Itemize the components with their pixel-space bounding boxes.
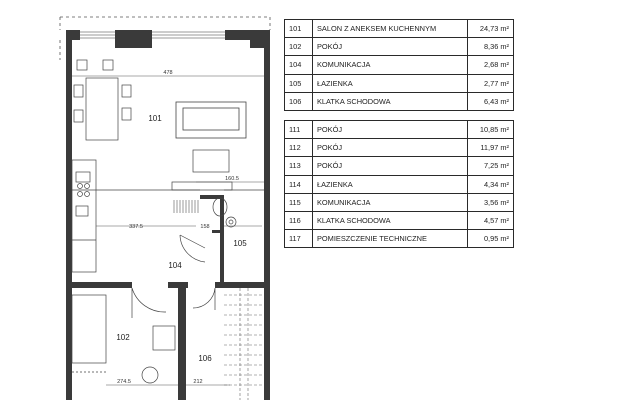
room-label-106: 106 <box>198 354 212 363</box>
room-name: KOMUNIKACJA <box>312 55 468 75</box>
dim-label-212: 212 <box>193 379 202 385</box>
room-outlines <box>71 189 264 364</box>
room-area: 24,73 m² <box>467 18 514 39</box>
room-number: 105 <box>284 73 313 93</box>
room-number: 111 <box>284 119 313 140</box>
room-number: 113 <box>284 156 313 176</box>
room-label-105: 105 <box>233 239 247 248</box>
room-name: POKÓJ <box>312 138 468 158</box>
kitchen-counter <box>71 159 97 273</box>
room-name: POKÓJ <box>312 119 468 140</box>
dining-set <box>73 59 132 141</box>
sofa <box>175 101 247 139</box>
room-number: 117 <box>284 229 313 249</box>
room-area: 10,85 m² <box>467 119 514 140</box>
room-name: POKÓJ <box>312 156 468 176</box>
room-name: POMIESZCZENIE TECHNICZNE <box>312 229 468 249</box>
room-number: 101 <box>284 18 313 39</box>
room-name: ŁAZIENKA <box>312 174 468 194</box>
top-window <box>72 31 250 39</box>
room-area: 4,34 m² <box>467 174 514 194</box>
room-number: 104 <box>284 55 313 75</box>
room-number: 114 <box>284 174 313 194</box>
dim-label-158: 158 <box>200 224 209 230</box>
room-area: 2,77 m² <box>467 73 514 93</box>
tv-unit <box>171 149 233 191</box>
floor-plan: 101 102 104 105 106 478 160.5 337.5 158 … <box>59 16 271 400</box>
room-area: 0,95 m² <box>467 229 514 249</box>
doors <box>131 234 216 318</box>
room-name: KLATKA SCHODOWA <box>312 91 468 111</box>
room-number: 115 <box>284 192 313 212</box>
dashed-outline <box>59 16 271 60</box>
dim-label-274-5: 274.5 <box>117 379 131 385</box>
dim-label-337-5: 337.5 <box>129 224 143 230</box>
walls <box>66 30 270 400</box>
room-label-104: 104 <box>168 261 182 270</box>
room-area: 11,97 m² <box>467 138 514 158</box>
room-number: 102 <box>284 37 313 57</box>
dimension-lines <box>72 75 264 386</box>
stair-hatch <box>173 200 199 213</box>
room-number: 116 <box>284 210 313 231</box>
room-number: 106 <box>284 91 313 111</box>
room-area: 4,57 m² <box>467 210 514 231</box>
dim-label-478: 478 <box>163 70 172 76</box>
chair-102 <box>72 366 159 384</box>
room-name: ŁAZIENKA <box>312 73 468 93</box>
room-area: 6,43 m² <box>467 91 514 111</box>
room-name: POKÓJ <box>312 37 468 57</box>
room-area: 3,56 m² <box>467 192 514 212</box>
stairs-106 <box>224 288 262 400</box>
room-name: SALON Z ANEKSEM KUCHENNYM <box>312 18 468 39</box>
room-name: KLATKA SCHODOWA <box>312 210 468 231</box>
room-name: KOMUNIKACJA <box>312 192 468 212</box>
room-area: 8,36 m² <box>467 37 514 57</box>
dim-label-160-5: 160.5 <box>225 176 239 182</box>
room-area: 7,25 m² <box>467 156 514 176</box>
room-area: 2,68 m² <box>467 55 514 75</box>
room-label-101: 101 <box>148 114 162 123</box>
room-label-102: 102 <box>116 333 130 342</box>
room-number: 112 <box>284 138 313 158</box>
bathroom-fixtures <box>212 197 237 228</box>
